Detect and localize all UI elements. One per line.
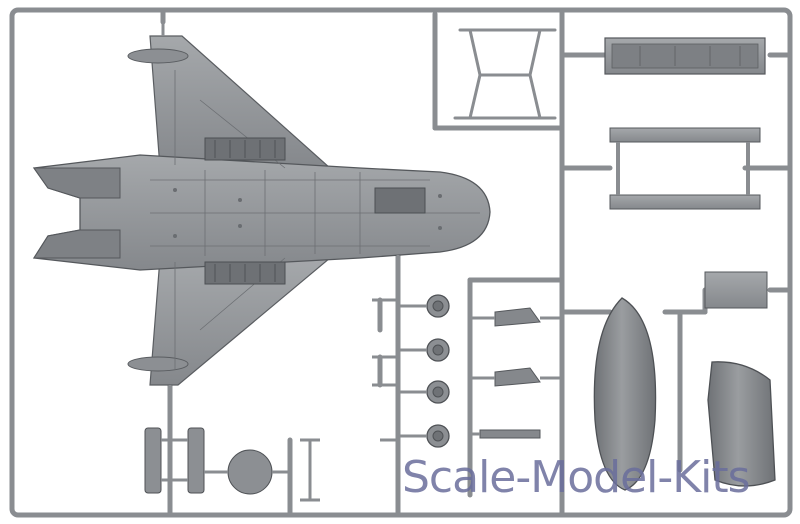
wheel-2	[426, 338, 450, 362]
wheel-4	[426, 424, 450, 448]
wheel-1	[426, 294, 450, 318]
cockpit-tray	[604, 37, 766, 75]
sprue-frame	[9, 7, 793, 518]
small-strut	[300, 438, 320, 502]
gear-doors	[144, 427, 205, 494]
watermark-text: Scale-Model-Kits	[402, 452, 750, 503]
round-plate	[204, 449, 290, 495]
small-fairings	[470, 307, 562, 439]
weapon-bay-lower	[204, 261, 286, 285]
canopy-fairing	[707, 361, 776, 487]
bay-rails	[609, 127, 761, 210]
aircraft-upper-fuselage	[32, 22, 491, 400]
landing-gear-strut	[453, 28, 557, 120]
nose-cone	[593, 297, 657, 491]
cockpit-bay	[374, 187, 426, 214]
square-plate	[704, 271, 768, 309]
weapon-bay-upper	[204, 137, 286, 161]
wheel-3	[426, 380, 450, 404]
